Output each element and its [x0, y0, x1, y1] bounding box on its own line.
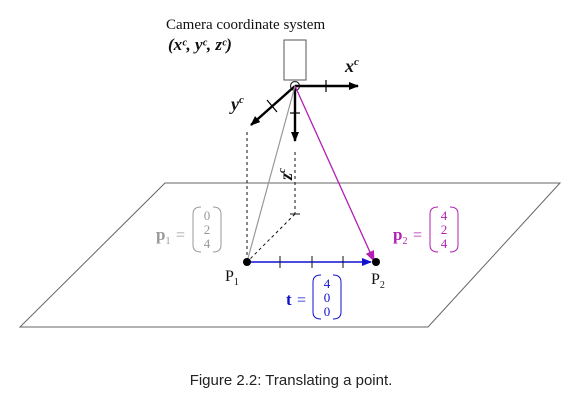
vector-p2-name: p2	[393, 225, 407, 247]
vector-t-name: t	[286, 290, 292, 309]
vector-t-component: 0	[324, 290, 331, 305]
vector-t-left-paren	[312, 274, 322, 320]
vector-t-equation: t = 4 0 0	[286, 274, 342, 320]
vector-p2-component: 4	[441, 208, 448, 223]
vector-t-right-paren	[332, 274, 342, 320]
point-p1	[243, 258, 251, 266]
vector-p1-component: 2	[204, 222, 211, 237]
camera-body	[283, 39, 307, 81]
vector-p1-name: p1	[156, 225, 170, 247]
coordinate-tuple: (xᶜ, yᶜ, zᶜ)	[168, 35, 232, 54]
vector-t-component: 0	[324, 304, 331, 319]
x-axis-label: xc	[344, 56, 359, 76]
z-ground-dashed	[246, 213, 296, 263]
vector-p1-left-paren	[192, 206, 202, 253]
vector-p1-equation: p1 = 0 2 4	[156, 206, 222, 253]
point-p2-label: P2	[371, 271, 385, 291]
diagram-title: Camera coordinate system	[166, 17, 325, 33]
vector-p2-left-paren	[429, 206, 439, 253]
ground-plane	[18, 182, 562, 328]
y-axis-label: yc	[229, 94, 244, 114]
vector-p1-equals: =	[176, 227, 185, 244]
z-axis-label: zc	[276, 168, 296, 181]
vector-p1-right-paren	[212, 206, 222, 253]
vector-t-equals: =	[297, 292, 306, 309]
vector-p2-component: 2	[441, 222, 448, 237]
figure-caption: Figure 2.2: Translating a point.	[189, 372, 393, 389]
vector-p2-right-paren	[449, 206, 459, 253]
point-p1-label: P1	[225, 268, 239, 288]
p1-ray	[246, 85, 296, 263]
vector-p2-component: 4	[441, 236, 448, 251]
vector-p2-equation: p2 = 4 2 4	[393, 206, 459, 253]
vector-p1-component: 0	[204, 208, 211, 223]
vector-p2-equals: =	[413, 227, 422, 244]
vector-p1-component: 4	[204, 236, 211, 251]
y-axis-tick	[266, 99, 278, 113]
y-axis-arrow	[250, 85, 296, 126]
p2-vector-arrow	[294, 85, 375, 262]
point-p2	[372, 258, 380, 266]
vector-t-component: 4	[324, 276, 331, 291]
